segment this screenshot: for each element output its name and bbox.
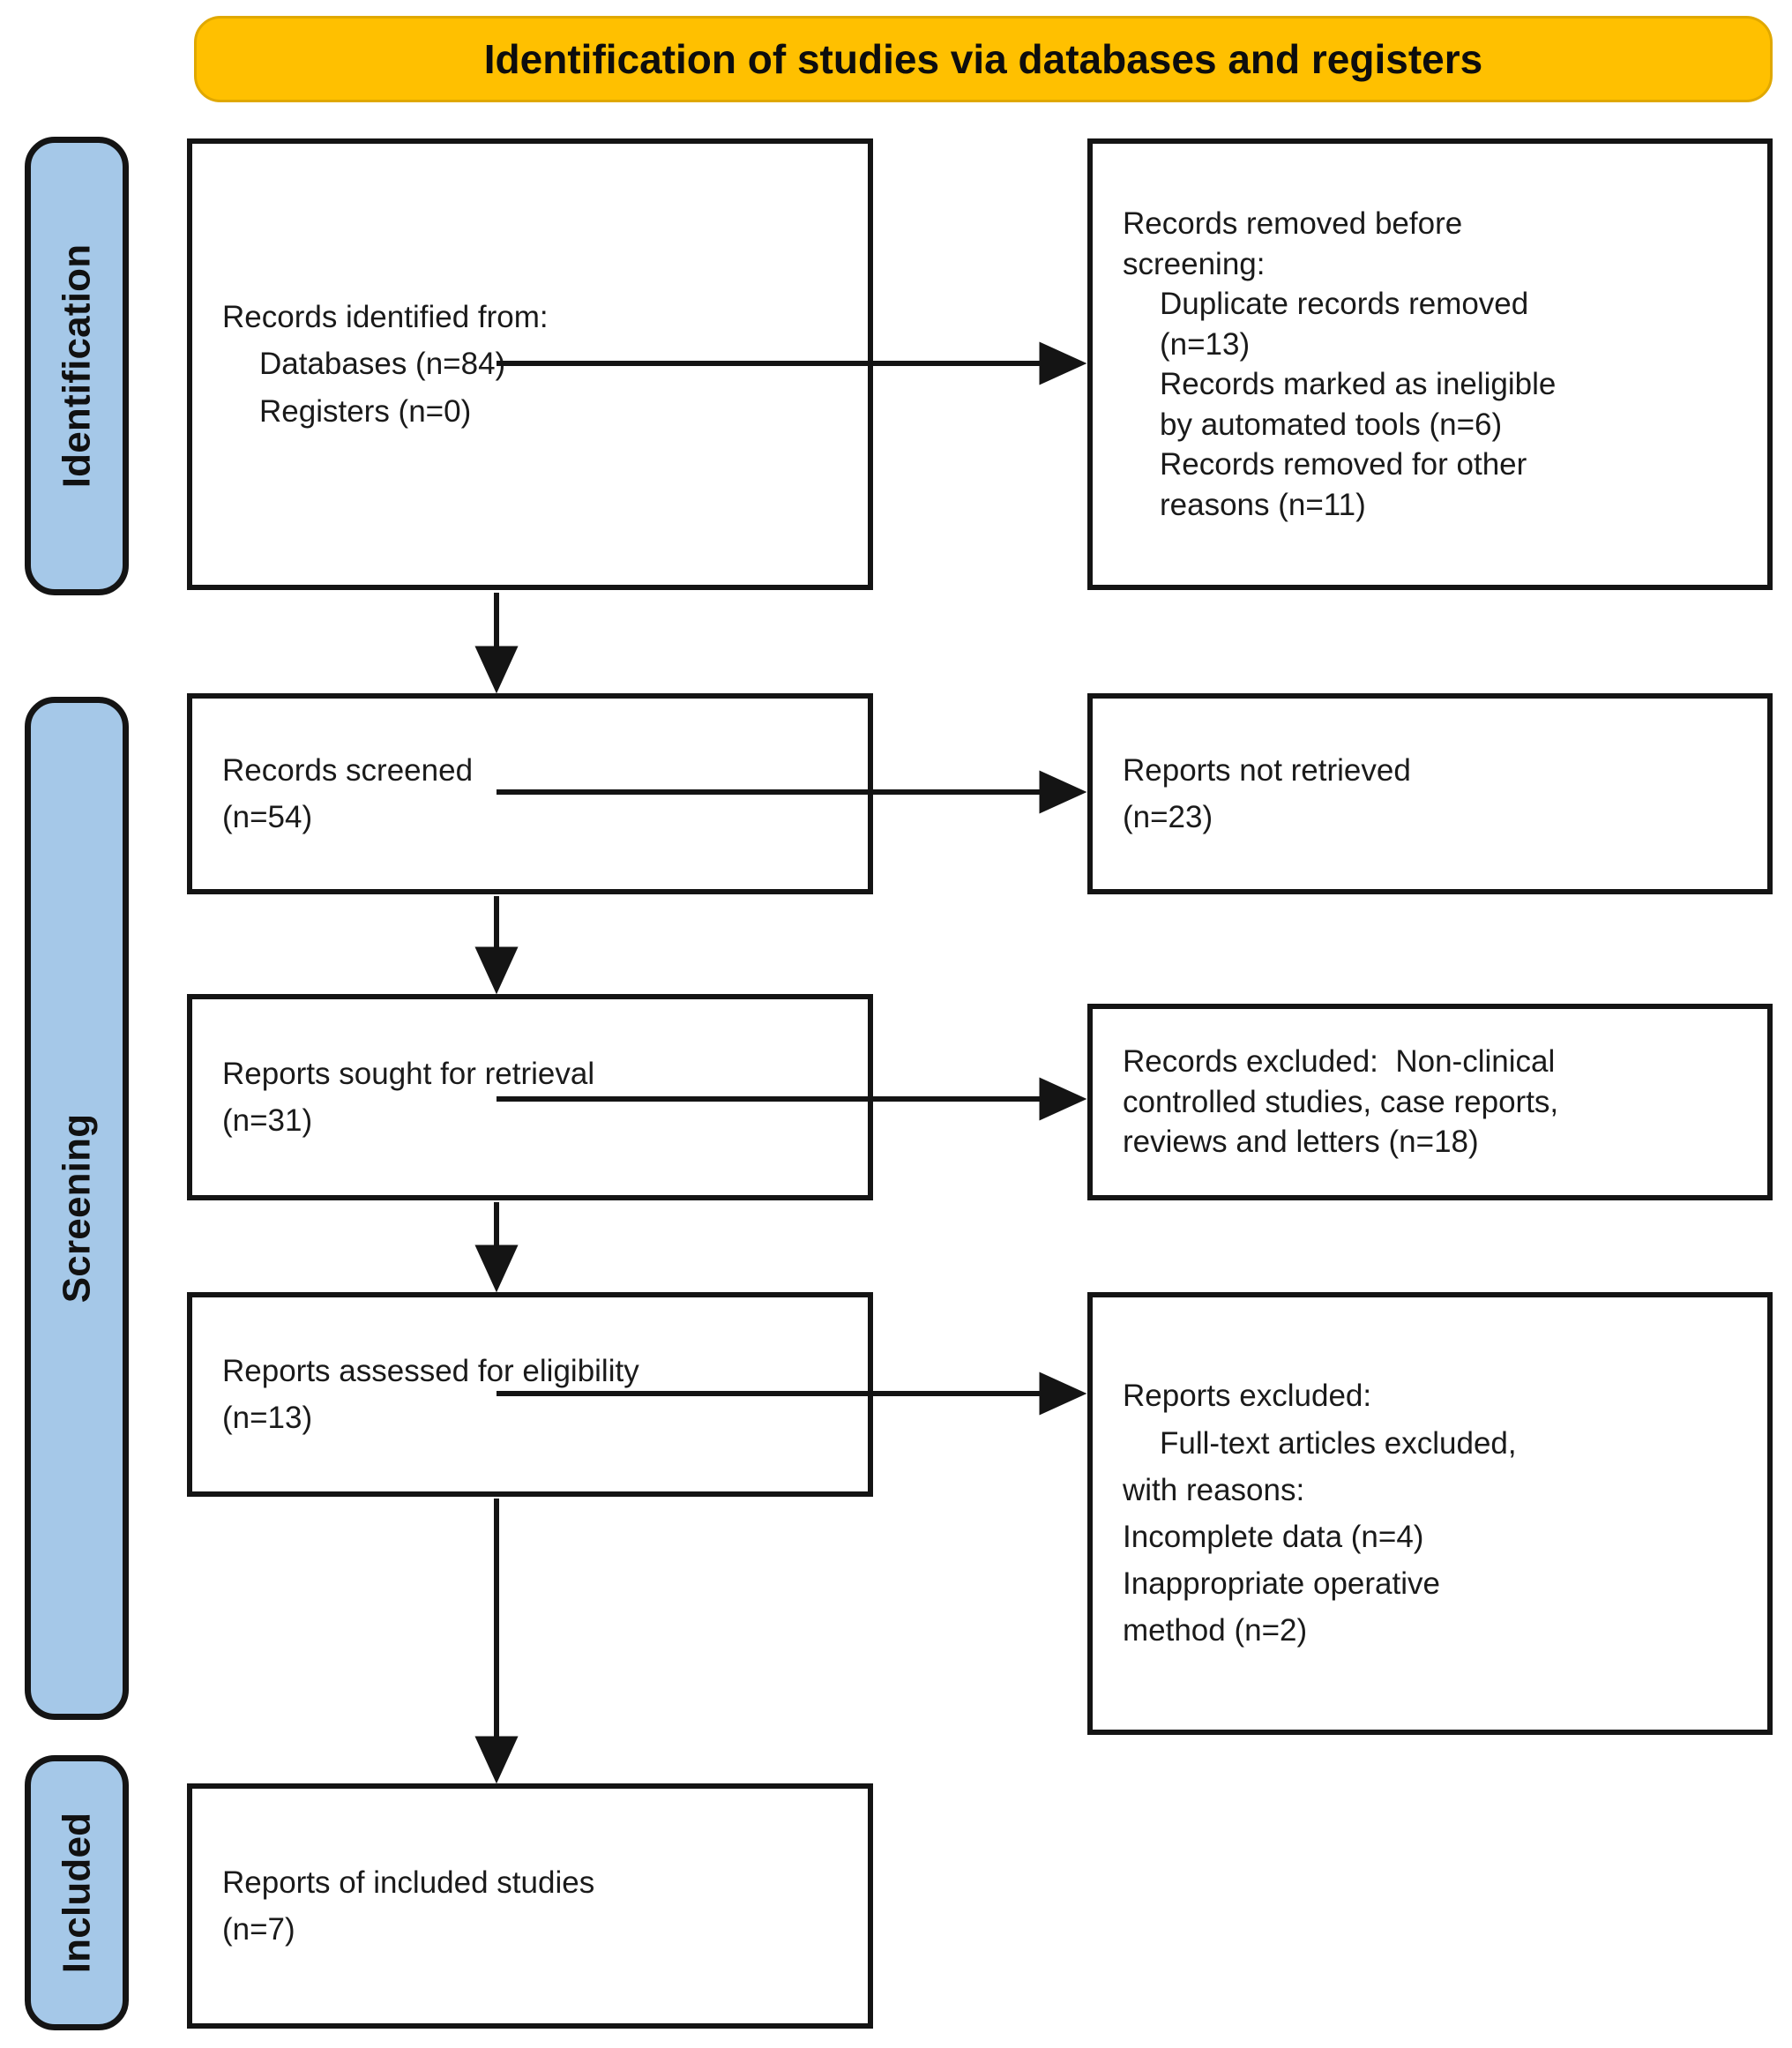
- flow-line: Full-text articles excluded,: [1160, 1425, 1517, 1461]
- stage-label-identification: Identification: [55, 243, 99, 489]
- stage-label-included: Included: [55, 1812, 98, 1974]
- stage-bar-screening: Screening: [25, 697, 129, 1720]
- box-reports-assessed-body: Reports assessed for eligibility (n=13): [192, 1348, 868, 1441]
- flow-line: Records excluded: Non-clinical: [1123, 1044, 1556, 1080]
- box-reports-not-retrieved: Reports not retrieved (n=23): [1087, 693, 1773, 894]
- flow-line: (n=54): [222, 800, 313, 834]
- flow-line: Duplicate records removed: [1160, 287, 1529, 321]
- flow-line: Reports excluded:: [1123, 1379, 1372, 1414]
- flow-line: (n=13): [222, 1401, 313, 1435]
- flow-line: (n=7): [222, 1912, 295, 1947]
- box-records-excluded-body: Records excluded: Non-clinical controlle…: [1093, 1042, 1767, 1162]
- box-records-screened: Records screened (n=54): [187, 693, 873, 894]
- flow-line: controlled studies, case reports,: [1123, 1084, 1559, 1119]
- flow-line: Registers (n=0): [259, 393, 472, 429]
- box-records-screened-body: Records screened (n=54): [192, 747, 868, 841]
- flow-line: (n=13): [1160, 326, 1251, 362]
- flow-line: Records removed before: [1123, 206, 1463, 241]
- box-reports-included-body: Reports of included studies (n=7): [192, 1859, 868, 1953]
- flow-line: Inappropriate operative: [1123, 1566, 1440, 1602]
- flow-line: Reports assessed for eligibility: [222, 1353, 639, 1388]
- box-records-identified-body: Records identified from: Databases (n=84…: [192, 294, 868, 435]
- page-title: Identification of studies via databases …: [483, 36, 1483, 82]
- flow-line: Records marked as ineligible: [1160, 367, 1557, 401]
- box-records-identified: Records identified from: Databases (n=84…: [187, 138, 873, 590]
- flow-line: Records identified from:: [222, 300, 549, 335]
- flow-line: screening:: [1123, 246, 1266, 281]
- box-records-removed-body: Records removed before screening: Duplic…: [1093, 204, 1767, 525]
- box-reports-not-retrieved-body: Reports not retrieved (n=23): [1093, 747, 1767, 841]
- flow-line: (n=31): [222, 1103, 313, 1138]
- box-records-excluded: Records excluded: Non-clinical controlle…: [1087, 1004, 1773, 1200]
- flow-line: Databases (n=84): [259, 347, 506, 382]
- flow-line: Records removed for other: [1160, 447, 1527, 482]
- stage-label-screening: Screening: [55, 1113, 99, 1304]
- flow-line: Records screened: [222, 752, 474, 788]
- box-reports-assessed: Reports assessed for eligibility (n=13): [187, 1292, 873, 1497]
- box-reports-excluded: Reports excluded: Full-text articles exc…: [1087, 1292, 1773, 1735]
- flow-line: by automated tools (n=6): [1160, 407, 1503, 442]
- flow-line: reasons (n=11): [1160, 487, 1366, 522]
- box-reports-included: Reports of included studies (n=7): [187, 1783, 873, 2029]
- box-reports-excluded-body: Reports excluded: Full-text articles exc…: [1093, 1372, 1767, 1654]
- box-reports-sought: Reports sought for retrieval (n=31): [187, 994, 873, 1200]
- flow-line: Reports sought for retrieval: [222, 1056, 595, 1091]
- box-records-removed: Records removed before screening: Duplic…: [1087, 138, 1773, 590]
- flow-line: with reasons:: [1123, 1472, 1305, 1507]
- flow-line: (n=23): [1123, 800, 1213, 834]
- box-reports-sought-body: Reports sought for retrieval (n=31): [192, 1050, 868, 1144]
- flow-line: reviews and letters (n=18): [1123, 1125, 1479, 1160]
- stage-bar-included: Included: [25, 1755, 129, 2030]
- diagram-header-banner: Identification of studies via databases …: [194, 16, 1773, 102]
- flow-line: Reports not retrieved: [1123, 752, 1411, 788]
- flow-line: method (n=2): [1123, 1613, 1308, 1648]
- flow-line: Incomplete data (n=4): [1123, 1520, 1424, 1554]
- flow-line: Reports of included studies: [222, 1865, 595, 1900]
- stage-bar-identification: Identification: [25, 137, 129, 595]
